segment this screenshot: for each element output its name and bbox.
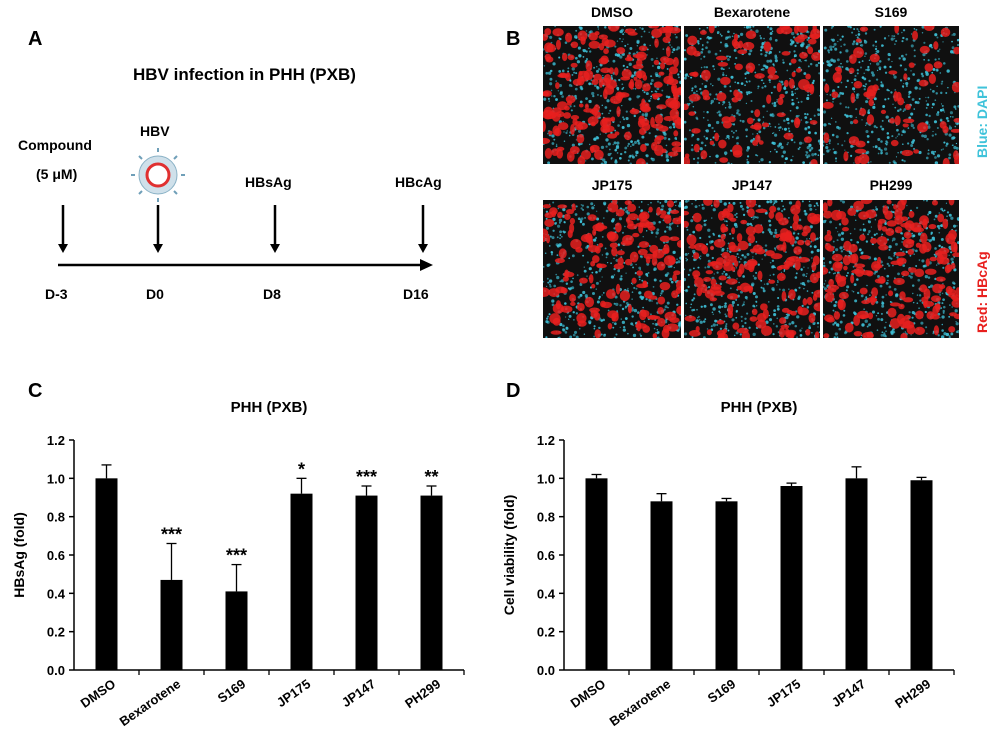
y-tick-label: 0.2 xyxy=(537,625,555,640)
y-tick-label: 1.2 xyxy=(47,433,65,448)
day-label-3: D8 xyxy=(263,286,281,302)
micrograph-5 xyxy=(684,200,820,338)
x-tick-label: Bexarotene xyxy=(607,676,674,729)
bar xyxy=(715,501,738,670)
y-tick-label: 0.0 xyxy=(47,663,65,678)
compound-label: Compound xyxy=(18,137,92,153)
y-tick-label: 0.6 xyxy=(47,548,65,563)
micrograph-1 xyxy=(543,26,681,164)
micrograph-3 xyxy=(823,26,959,164)
bar xyxy=(225,591,248,670)
day-label-1: D-3 xyxy=(45,286,68,302)
micrograph-4 xyxy=(543,200,681,338)
micro-label-6: PH299 xyxy=(869,177,913,193)
significance-label: *** xyxy=(161,525,182,545)
significance-label: *** xyxy=(226,546,247,566)
arrow-down-hbsag-icon xyxy=(270,205,280,253)
micro-label-2: Bexarotene xyxy=(713,4,791,20)
micrograph-2 xyxy=(684,26,820,164)
y-tick-label: 0.8 xyxy=(47,510,65,525)
arrow-down-hbv-icon xyxy=(153,205,163,253)
timeline-axis xyxy=(58,259,433,271)
significance-label: *** xyxy=(356,467,377,487)
bar xyxy=(290,493,313,670)
compound-dose-label: (5 μM) xyxy=(36,166,78,182)
x-tick-label: DMSO xyxy=(568,676,609,711)
significance-label: ** xyxy=(424,467,438,487)
blue-channel-label: Blue: DAPI xyxy=(974,85,990,158)
significance-label: * xyxy=(298,459,305,479)
x-tick-label: Bexarotene xyxy=(117,676,184,729)
y-tick-label: 1.0 xyxy=(47,471,65,486)
x-tick-label: S169 xyxy=(705,676,738,706)
day-label-2: D0 xyxy=(146,286,164,302)
y-tick-label: 1.2 xyxy=(537,433,555,448)
y-axis-label: HBsAg (fold) xyxy=(11,512,27,598)
micro-label-4: JP175 xyxy=(591,177,633,193)
y-tick-label: 0.4 xyxy=(537,586,556,601)
micro-label-5: JP147 xyxy=(731,177,773,193)
hbsag-label: HBsAg xyxy=(245,174,292,190)
y-tick-label: 0.8 xyxy=(537,510,555,525)
hbv-label: HBV xyxy=(140,123,170,139)
hbsag-bar-chart: PHH (PXB) HBsAg (fold) 0.0 0.2 0.4 0.6 0.8 1.0 1… xyxy=(11,399,465,729)
y-tick-label: 0.2 xyxy=(47,625,65,640)
y-axis-label: Cell viability (fold) xyxy=(501,495,517,616)
virus-icon xyxy=(131,148,185,202)
bar xyxy=(95,478,118,670)
bar xyxy=(420,495,443,670)
day-label-4: D16 xyxy=(403,286,429,302)
panel-a-title: HBV infection in PHH (PXB) xyxy=(133,65,356,84)
bar xyxy=(650,501,673,670)
panel-letter-a: A xyxy=(28,28,43,50)
bar xyxy=(355,495,378,670)
bar xyxy=(845,478,868,670)
x-tick-label: PH299 xyxy=(402,676,443,711)
x-tick-label: S169 xyxy=(215,676,248,706)
arrow-down-hbcag-icon xyxy=(418,205,428,253)
x-tick-label: JP147 xyxy=(339,676,378,710)
x-tick-label: PH299 xyxy=(892,676,933,711)
y-tick-label: 0.6 xyxy=(537,548,555,563)
timeline-diagram xyxy=(58,148,433,271)
y-tick-label: 0.4 xyxy=(47,586,66,601)
panel-letter-b: B xyxy=(506,28,521,50)
panel-letter-d: D xyxy=(506,380,521,402)
y-tick-label: 0.0 xyxy=(537,663,555,678)
x-tick-label: JP175 xyxy=(764,676,803,710)
panel-letter-c: C xyxy=(28,380,43,402)
chart-title: PHH (PXB) xyxy=(231,399,308,416)
bar xyxy=(910,480,933,670)
red-channel-label: Red: HBcAg xyxy=(974,251,990,333)
bar xyxy=(585,478,608,670)
x-tick-label: JP175 xyxy=(274,676,313,710)
chart-title: PHH (PXB) xyxy=(721,399,798,416)
hbcag-label: HBcAg xyxy=(395,174,442,190)
y-tick-label: 1.0 xyxy=(537,471,555,486)
arrow-down-compound-icon xyxy=(58,205,68,253)
micrograph-6 xyxy=(823,200,959,338)
micro-label-1: DMSO xyxy=(591,4,633,20)
bar xyxy=(780,486,803,670)
bar xyxy=(160,579,183,670)
micro-label-3: S169 xyxy=(874,4,908,20)
x-tick-label: DMSO xyxy=(78,676,119,711)
cell-viability-bar-chart: PHH (PXB) Cell viability (fold) 0.0 0.2 0.4 0… xyxy=(501,399,955,729)
x-tick-label: JP147 xyxy=(829,676,868,710)
